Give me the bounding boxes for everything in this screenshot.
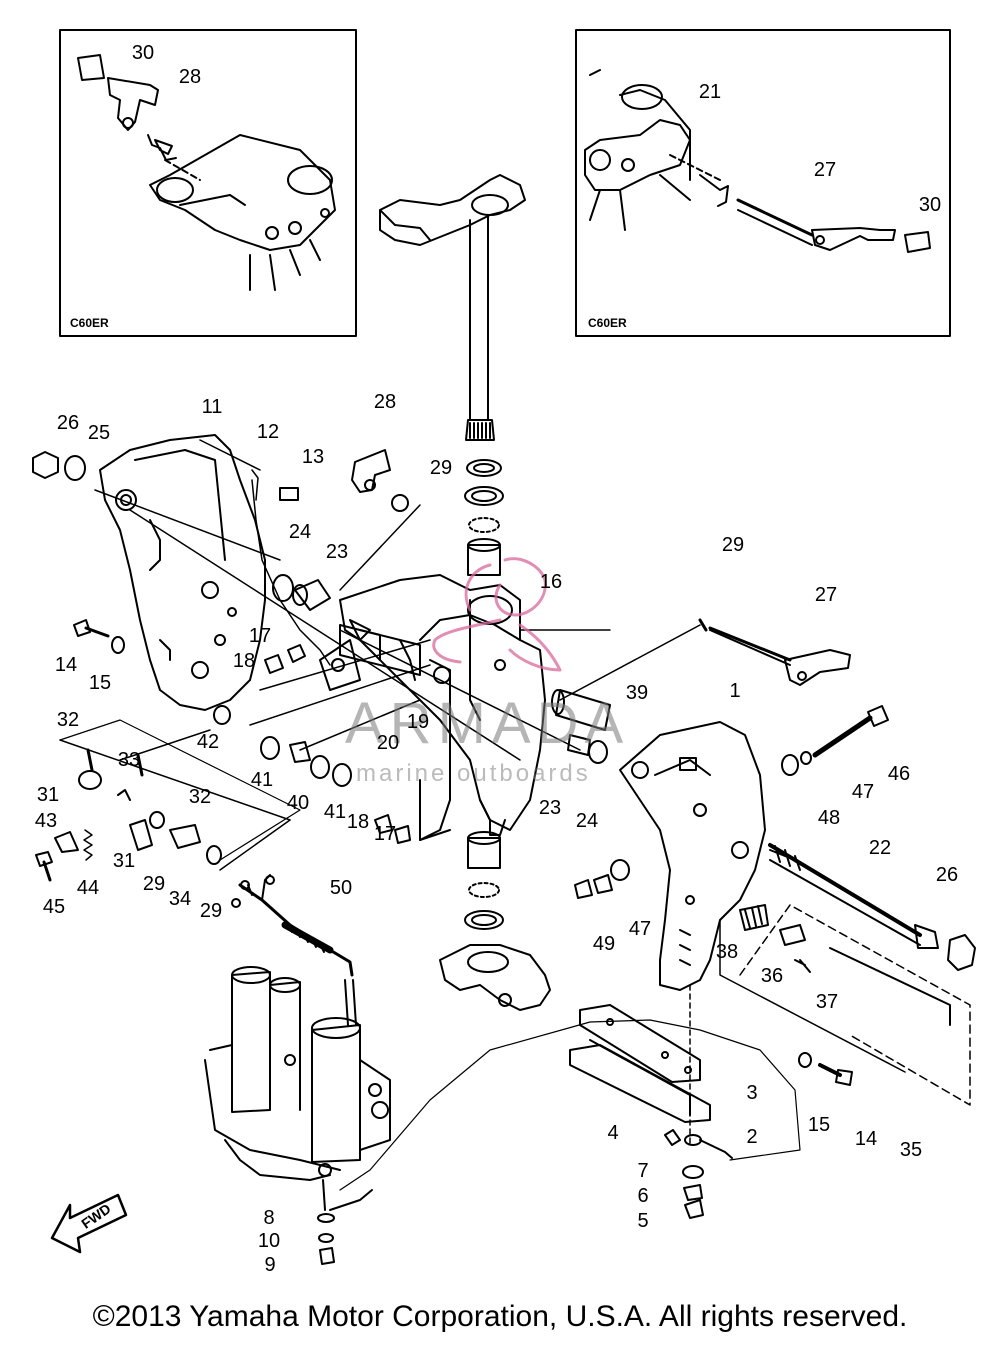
callout-24: 24: [575, 810, 599, 832]
long-bolt: [781, 705, 889, 776]
watermark-logo: [432, 557, 562, 672]
callout-32: 32: [56, 709, 80, 731]
callout-41: 41: [323, 801, 347, 823]
callout-38: 38: [715, 941, 739, 963]
inset-right-bracket: [584, 69, 931, 253]
callout-17: 17: [248, 625, 272, 647]
callout-29: 29: [199, 900, 223, 922]
callout-29: 29: [142, 873, 166, 895]
callout-47: 47: [628, 918, 652, 940]
callout-39: 39: [625, 682, 649, 704]
inset-frame-right: [575, 29, 951, 337]
callout-49: 49: [592, 933, 616, 955]
callout-5: 5: [637, 1210, 649, 1232]
inset-frame-left: [59, 29, 357, 337]
dashed-group-left: [59, 719, 301, 861]
callout-3: 3: [746, 1082, 758, 1104]
callout-42: 42: [196, 731, 220, 753]
callout-24: 24: [288, 521, 312, 543]
callout-6: 6: [637, 1185, 649, 1207]
shaft-washers: [464, 459, 504, 930]
callout-48: 48: [817, 807, 841, 829]
assembly-box-35: [739, 904, 971, 1106]
callout-47: 47: [851, 781, 875, 803]
callout-14: 14: [54, 654, 78, 676]
lower-mount-bracket: [439, 944, 551, 1011]
tilt-shaft: [768, 843, 976, 971]
callout-50: 50: [329, 877, 353, 899]
callout-46: 46: [887, 763, 911, 785]
callout-35: 35: [899, 1139, 923, 1161]
inset-label-right: C60ER: [588, 316, 627, 330]
callout-22: 22: [868, 837, 892, 859]
callout-14: 14: [854, 1128, 878, 1150]
callout-12: 12: [256, 421, 280, 443]
callout-23: 23: [325, 541, 349, 563]
callout-8: 8: [263, 1207, 275, 1229]
ground-hardware-right: [339, 1019, 801, 1219]
callout-23: 23: [538, 797, 562, 819]
callout-26: 26: [56, 412, 80, 434]
callout-43: 43: [34, 810, 58, 832]
callout-28: 28: [178, 66, 202, 88]
callout-45: 45: [42, 896, 66, 918]
callout-20: 20: [376, 732, 400, 754]
callout-13: 13: [301, 446, 325, 468]
callout-26: 26: [935, 864, 959, 886]
callout-33: 33: [117, 749, 141, 771]
callout-15: 15: [88, 672, 112, 694]
callout-40: 40: [286, 792, 310, 814]
callout-44: 44: [76, 877, 100, 899]
callout-30: 30: [918, 194, 942, 216]
callout-10: 10: [257, 1230, 281, 1252]
leader-35: [719, 919, 906, 1073]
callout-31: 31: [112, 850, 136, 872]
callout-1: 1: [729, 680, 741, 702]
callout-27: 27: [813, 159, 837, 181]
steering-arm-shaft: [379, 174, 526, 441]
callout-11: 11: [201, 396, 223, 418]
callout-29: 29: [721, 534, 745, 556]
callout-4: 4: [607, 1122, 619, 1144]
stop-rod: [829, 947, 951, 1026]
callout-18: 18: [346, 811, 370, 833]
callout-21: 21: [698, 81, 722, 103]
callout-15: 15: [807, 1114, 831, 1136]
fwd-arrow-icon: [50, 1193, 128, 1254]
power-trim-tilt-unit: [204, 966, 391, 1265]
callout-32: 32: [188, 786, 212, 808]
callout-16: 16: [539, 571, 563, 593]
callout-36: 36: [760, 965, 784, 987]
wire-harness: [231, 874, 354, 977]
linkage-lines: [59, 439, 701, 871]
callout-31: 31: [36, 784, 60, 806]
callout-37: 37: [815, 991, 839, 1013]
inset-left-bracket: [77, 54, 336, 291]
small-parts-left: [32, 451, 411, 882]
copyright-notice: ©2013 Yamaha Motor Corporation, U.S.A. A…: [92, 1300, 908, 1333]
callout-7: 7: [637, 1160, 649, 1182]
callout-30: 30: [131, 42, 155, 64]
watermark-subtitle: marine outboards: [356, 760, 591, 787]
callout-19: 19: [406, 711, 430, 733]
watermark-title: ARMADA: [345, 691, 630, 756]
callout-34: 34: [168, 888, 192, 910]
callout-9: 9: [264, 1254, 276, 1276]
callout-28: 28: [373, 391, 397, 413]
callout-2: 2: [746, 1126, 758, 1148]
callout-27: 27: [814, 584, 838, 606]
trim-plates: [569, 984, 711, 1146]
callout-18: 18: [232, 650, 256, 672]
callout-41: 41: [250, 769, 274, 791]
tilt-lever-parts: [351, 449, 851, 731]
callout-29: 29: [429, 457, 453, 479]
inset-label-left: C60ER: [70, 316, 109, 330]
stern-bracket-right: [619, 721, 766, 991]
callout-25: 25: [87, 422, 111, 444]
stern-bracket-left: [99, 434, 266, 711]
small-parts-right: [567, 734, 853, 1086]
callout-17: 17: [373, 823, 397, 845]
